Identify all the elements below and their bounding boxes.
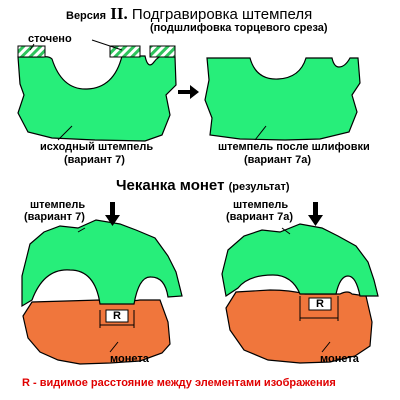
original-die-caption-1: исходный штемпель bbox=[40, 141, 154, 153]
ground-area-middle bbox=[109, 45, 141, 58]
die-right-label-1: штемпель bbox=[233, 199, 289, 211]
original-caption-leader bbox=[57, 125, 73, 141]
title-text: Подгравировка штемпеля bbox=[131, 6, 313, 23]
ground-off-label: сточено bbox=[28, 33, 72, 45]
die-left-leader bbox=[77, 227, 86, 233]
transform-arrow bbox=[178, 85, 199, 99]
die-right-shape bbox=[221, 223, 379, 298]
ground-die-caption-1: штемпель после шлифовки bbox=[218, 141, 370, 153]
ground-leader-middle bbox=[91, 39, 123, 51]
original-die-shape bbox=[17, 55, 177, 142]
footnote: R - видимое расстояние между элементами … bbox=[22, 377, 336, 389]
press-arrow-right bbox=[308, 202, 323, 226]
coin-right-leader bbox=[321, 341, 331, 353]
ground-die-caption-2: (вариант 7а) bbox=[244, 154, 311, 166]
coin-left-label: монета bbox=[110, 353, 149, 365]
die-right-label-2: (вариант 7а) bbox=[226, 211, 293, 223]
version-prefix: Версия bbox=[66, 10, 107, 22]
ground-die-shape bbox=[204, 57, 361, 141]
original-die-caption-2: (вариант 7) bbox=[64, 154, 125, 166]
die-right-leader bbox=[281, 227, 291, 235]
coin-left-leader bbox=[109, 341, 119, 353]
ground-leader-left bbox=[29, 43, 35, 51]
diagram-title: Версия II. Подгравировка штемпеля bbox=[66, 4, 312, 24]
section-title-text: Чеканка монет bbox=[116, 177, 225, 194]
die-left-shape bbox=[21, 219, 183, 308]
ground-area-right bbox=[149, 45, 176, 58]
coin-right-shape bbox=[225, 289, 373, 364]
diagram-subtitle: (подшлифовка торцевого среза) bbox=[150, 22, 328, 34]
version-roman: II. bbox=[110, 4, 128, 23]
section-title-suffix: (результат) bbox=[228, 181, 290, 193]
ground-area-left bbox=[17, 45, 46, 58]
section-title: Чеканка монет (результат) bbox=[116, 177, 290, 194]
distance-label-right: R bbox=[316, 298, 324, 310]
distance-box-right bbox=[308, 297, 332, 311]
die-left-label-1: штемпель bbox=[30, 199, 86, 211]
distance-label-left: R bbox=[113, 310, 121, 322]
coin-right-label: монета bbox=[320, 353, 359, 365]
die-left-label-2: (вариант 7) bbox=[24, 211, 85, 223]
distance-box-left bbox=[105, 309, 129, 323]
ground-caption-leader bbox=[254, 125, 267, 141]
press-arrow-left bbox=[105, 202, 120, 226]
